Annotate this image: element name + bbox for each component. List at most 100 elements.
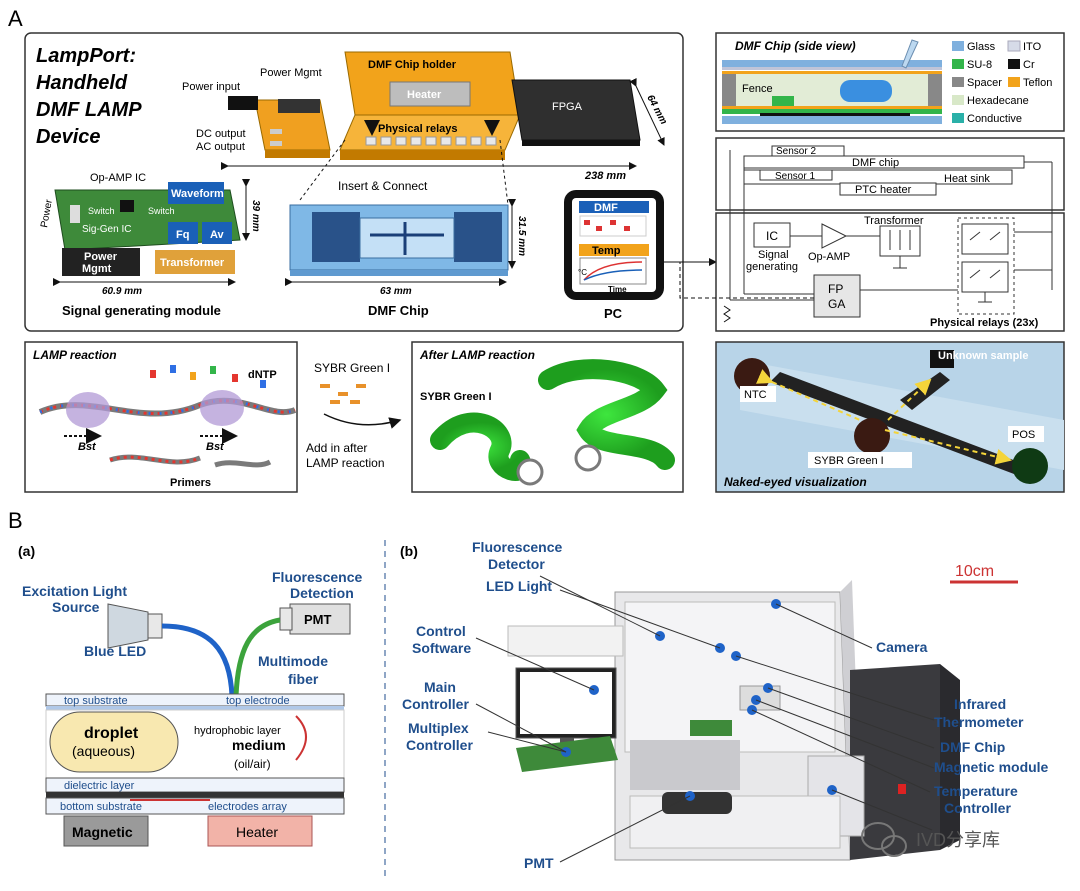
label-blue-led: Blue LED xyxy=(84,643,146,659)
label-sub-b: (b) xyxy=(400,543,418,559)
label-top-electrode: top electrode xyxy=(226,695,290,707)
label-fluor-det-1: Fluorescence xyxy=(272,569,362,585)
dmf-chip-illustration xyxy=(289,204,509,276)
instrument-leaders xyxy=(475,575,935,863)
label-electrodes-array: electrodes array xyxy=(208,801,287,813)
label-excitation-1: Excitation Light xyxy=(22,583,127,599)
label-fluor-detector-1: Fluorescence xyxy=(472,539,562,555)
after-lamp-box xyxy=(411,341,684,493)
label-switch-1: Switch xyxy=(88,206,115,216)
label-unknown-sample: Unknown sample xyxy=(938,350,1028,362)
side-view-layers xyxy=(722,39,942,124)
label-add-in-after-2: LAMP reaction xyxy=(306,456,385,470)
label-after-lamp: After LAMP reaction xyxy=(419,348,535,362)
svg-text:Teflon: Teflon xyxy=(1023,77,1052,89)
instrument-illustration xyxy=(507,580,960,861)
label-ntc: NTC xyxy=(744,389,767,401)
label-temp-controller-2: Controller xyxy=(944,800,1011,816)
svg-text:Handheld: Handheld xyxy=(36,72,128,94)
label-transformer-2: Transformer xyxy=(864,215,924,227)
label-main-controller-2: Controller xyxy=(402,696,469,712)
dmf-cross-section xyxy=(45,693,345,847)
label-ac-output: AC output xyxy=(196,141,245,153)
power-input-jack xyxy=(228,96,258,110)
label-hydrophobic: hydrophobic layer xyxy=(194,725,281,737)
device-title: LampPort: Handheld DMF LAMP Device xyxy=(36,45,142,148)
label-dim-63: 63 mm xyxy=(380,286,412,297)
label-av: Av xyxy=(210,229,225,241)
label-heater: Heater xyxy=(407,89,442,101)
signal-module-board xyxy=(54,182,241,276)
label-relays-23: Physical relays (23x) xyxy=(930,317,1039,329)
label-dim-609: 60.9 mm xyxy=(102,286,142,297)
dntp-molecules xyxy=(150,365,266,388)
label-opamp-ic: Op-AMP IC xyxy=(90,172,146,184)
green-fiber xyxy=(233,617,281,697)
svg-text:ITO: ITO xyxy=(1023,41,1042,53)
label-multiplex-controller-2: Controller xyxy=(406,737,473,753)
label-oil-air: (oil/air) xyxy=(234,757,271,771)
label-dmf-chip: DMF Chip xyxy=(368,303,429,318)
label-bottom-substrate: bottom substrate xyxy=(60,801,142,813)
label-bst-1: Bst xyxy=(78,441,97,453)
label-fence: Fence xyxy=(742,83,773,95)
label-power-mgmt-box-1: Power xyxy=(84,251,118,263)
label-primers: Primers xyxy=(170,477,211,489)
label-pc-temp: Temp xyxy=(592,245,621,257)
label-main-controller-1: Main xyxy=(424,679,456,695)
label-led-light: LED Light xyxy=(486,578,552,594)
panel-a-letter: A xyxy=(8,6,23,31)
label-aqueous: (aqueous) xyxy=(72,743,135,759)
label-pmt: PMT xyxy=(304,612,332,627)
label-fpga-box-2: GA xyxy=(828,297,845,311)
label-pc-c: °C xyxy=(578,268,587,277)
label-naked-eye: Naked-eyed visualization xyxy=(724,475,867,489)
label-chip-holder: DMF Chip holder xyxy=(368,59,457,71)
label-control-software-2: Software xyxy=(412,640,471,656)
label-control-software-1: Control xyxy=(416,623,466,639)
power-mgmt-chip xyxy=(278,99,320,113)
label-sensor1: Sensor 1 xyxy=(775,171,815,182)
label-pos: POS xyxy=(1012,429,1035,441)
label-heater-b: Heater xyxy=(236,824,278,840)
label-infrared-2: Thermometer xyxy=(934,714,1024,730)
label-switch-2: Switch xyxy=(148,206,175,216)
label-waveform: Waveform xyxy=(171,188,224,200)
label-medium: medium xyxy=(232,737,286,753)
svg-text:LampPort:: LampPort: xyxy=(36,45,136,67)
label-sybr-green-2: SYBR Green I xyxy=(420,391,492,403)
label-fq: Fq xyxy=(176,229,189,241)
label-bst-2: Bst xyxy=(206,441,225,453)
label-excitation-2: Source xyxy=(52,599,100,615)
label-signal-gen-1: Signal xyxy=(758,249,789,261)
label-magnetic-module: Magnetic module xyxy=(934,759,1049,775)
label-dmf-chip-s: DMF chip xyxy=(852,157,899,169)
svg-text:Hexadecane: Hexadecane xyxy=(967,95,1029,107)
lamp-reaction-box xyxy=(24,341,298,493)
label-power-input: Power input xyxy=(182,81,240,93)
pc-tablet xyxy=(564,190,664,300)
blue-fiber xyxy=(161,623,235,697)
label-signal-module: Signal generating module xyxy=(62,303,221,318)
label-physical-relays: Physical relays xyxy=(378,123,458,135)
label-fluor-detector-2: Detector xyxy=(488,556,545,572)
label-signal-gen-2: generating xyxy=(746,261,798,273)
label-dielectric: dielectric layer xyxy=(64,780,135,792)
heater-block xyxy=(389,81,471,107)
side-view-legend: Glass ITO SU-8 Cr Spacer Teflon Hexadeca… xyxy=(952,40,1052,125)
panel-b-letter: B xyxy=(8,508,23,533)
label-fpga-box-1: FP xyxy=(828,282,843,296)
label-pc-time: Time xyxy=(608,285,627,294)
label-pmt-b: PMT xyxy=(524,855,554,871)
led-source xyxy=(107,603,163,649)
bluetooth-icon xyxy=(723,305,731,323)
label-watermark: IVD分享库 xyxy=(916,830,1000,850)
label-pc: PC xyxy=(604,306,623,321)
dna-strand xyxy=(38,390,297,468)
svg-text:DMF LAMP: DMF LAMP xyxy=(36,99,142,121)
label-lamp-reaction: LAMP reaction xyxy=(33,348,117,362)
circuit-diagram xyxy=(729,150,1053,318)
label-scale: 10cm xyxy=(955,563,994,580)
svg-text:Glass: Glass xyxy=(967,41,996,53)
label-dim-238: 238 mm xyxy=(584,170,626,182)
